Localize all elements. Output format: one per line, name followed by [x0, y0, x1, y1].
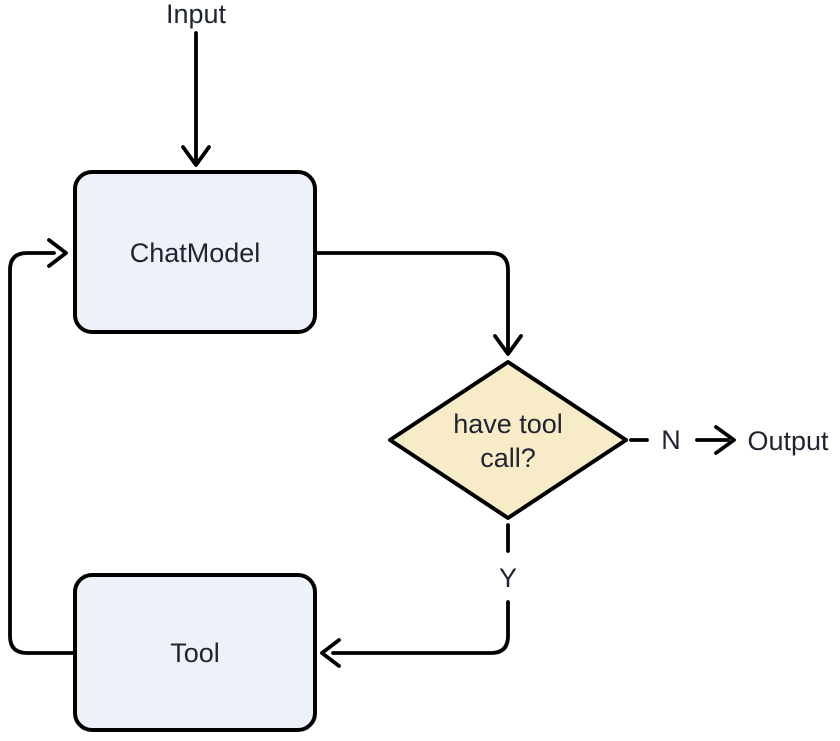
edge-input-to-chatmodel	[181, 31, 211, 167]
arrow-right-icon	[47, 238, 68, 268]
node-input-label: Input	[166, 0, 227, 29]
edge-chatmodel-to-decision-line	[314, 251, 510, 351]
arrow-down-icon	[493, 334, 523, 356]
edge-decision-to-output	[629, 425, 736, 455]
node-decision-diamond	[388, 360, 628, 520]
edge-label-yes: Y	[499, 563, 517, 593]
edge-label-no: N	[661, 425, 681, 455]
node-decision-label-line1: have tool	[453, 409, 563, 439]
edge-tool-to-chatmodel	[8, 238, 76, 655]
edges-layer	[8, 31, 736, 668]
node-chat-model-label: ChatModel	[130, 238, 261, 268]
arrow-down-icon	[181, 145, 211, 167]
edge-decision-to-tool-line	[331, 600, 510, 655]
node-decision-label-line2: call?	[480, 443, 536, 473]
node-tool-label: Tool	[170, 638, 220, 668]
node-chat-model	[73, 170, 317, 334]
edge-chatmodel-to-decision	[314, 251, 523, 356]
arrow-right-icon	[714, 425, 736, 455]
nodes-layer: ChatModel have tool call? Tool Input Out…	[73, 0, 829, 732]
edge-decision-to-tool	[320, 523, 510, 668]
edge-tool-to-chatmodel-line	[8, 251, 76, 655]
node-tool	[73, 573, 317, 732]
arrow-left-icon	[320, 638, 341, 668]
node-output-label: Output	[747, 426, 829, 456]
